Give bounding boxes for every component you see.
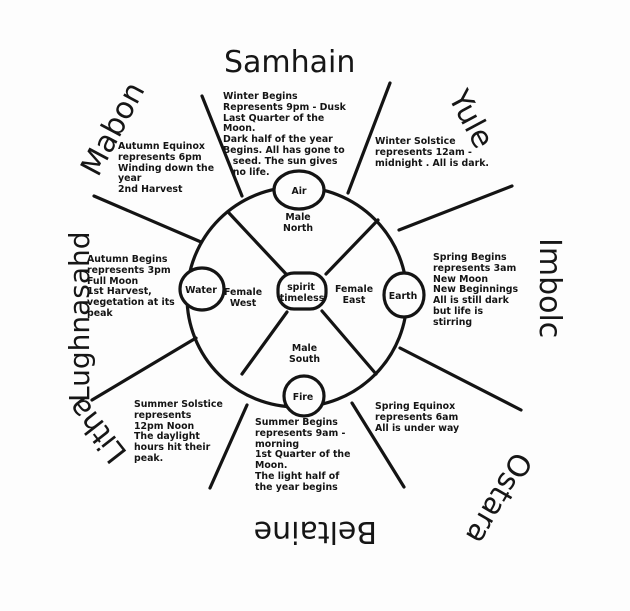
spoke-imbolc-ostara	[398, 346, 523, 412]
spoke-lughnasadh-mabon	[92, 194, 203, 244]
south-direction-label: Male South	[289, 343, 321, 365]
east-direction-label: Female East	[335, 284, 374, 306]
note-samhain: Winter Begins Represents 9pm - Dusk Last…	[223, 91, 346, 178]
earth-circle	[382, 271, 426, 319]
spoke-samhain-yule	[346, 81, 392, 195]
air-label: Air	[291, 186, 306, 197]
note-litha: Summer Solstice represents 12pm Noon The…	[134, 399, 223, 464]
spoke-samhain-mabon	[200, 94, 244, 198]
timeless-label: timeless	[280, 293, 325, 304]
sabbat-name-imbolc: Imbolc	[532, 238, 567, 338]
west-direction-label: Female West	[224, 287, 263, 309]
sabbat-name-ostara: Ostara	[458, 446, 538, 550]
sabbat-name-lughnasadh: Lughnasahd	[63, 231, 96, 402]
fire-label: Fire	[293, 392, 314, 403]
spirit-circle	[276, 271, 328, 311]
spirit-label: spirit	[287, 282, 315, 293]
inner-line-nw	[227, 211, 289, 277]
note-beltaine: Summer Begins represents 9am - morning 1…	[255, 417, 351, 493]
water-label: Water	[185, 285, 217, 296]
spoke-litha-lughnasadh	[90, 336, 198, 402]
north-direction-label: Male North	[283, 212, 314, 234]
spoke-yule-imbolc	[397, 184, 514, 232]
inner-line-ne	[324, 218, 380, 276]
note-lughnasadh: Autumn Begins represents 3pm Full Moon 1…	[87, 254, 175, 319]
water-circle	[178, 266, 226, 312]
note-mabon: Autumn Equinox represents 6pm Winding do…	[118, 141, 215, 196]
note-yule: Winter Solstice represents 12am - midnig…	[375, 136, 489, 169]
note-ostara: Spring Equinox represents 6am All is und…	[375, 401, 460, 434]
earth-label: Earth	[389, 291, 418, 302]
note-imbolc: Spring Begins represents 3am New Moon Ne…	[433, 252, 519, 328]
spoke-beltaine-litha	[208, 403, 249, 490]
inner-line-sw	[240, 310, 289, 376]
air-circle	[272, 169, 326, 211]
inner-line-se	[320, 309, 378, 376]
fire-circle	[282, 374, 326, 418]
spoke-ostara-beltaine	[350, 401, 406, 489]
sabbat-name-beltaine: Beltaine	[254, 514, 377, 549]
sabbat-name-samhain: Samhain	[224, 45, 355, 80]
